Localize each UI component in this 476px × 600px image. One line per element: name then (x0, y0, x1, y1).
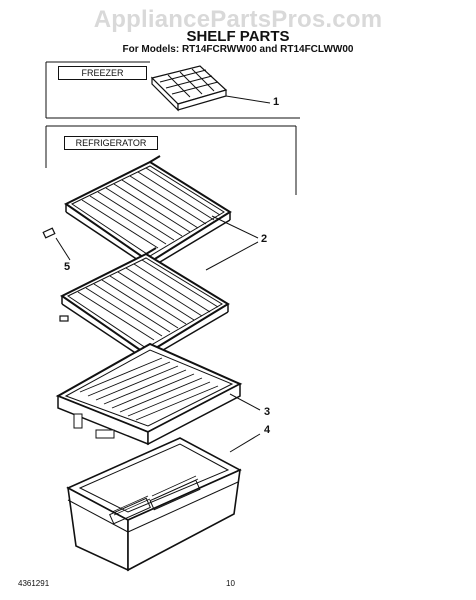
model-subtitle: For Models: RT14FCRWW00 and RT14FCLWW00 (122, 44, 354, 55)
wire-shelf-upper (64, 155, 232, 269)
freezer-frame (45, 61, 300, 119)
callout-2: 2 (261, 233, 268, 245)
document-number: 4361291 (18, 579, 50, 588)
crisper-drawer (66, 437, 242, 572)
callout-1: 1 (273, 96, 280, 108)
callout-5: 5 (64, 261, 71, 273)
callout-3: 3 (264, 406, 271, 418)
wire-shelf-lower (59, 247, 230, 361)
callout-4: 4 (264, 424, 271, 436)
refrigerator-section-label: REFRIGERATOR (64, 136, 158, 150)
freezer-section-label: FREEZER (58, 66, 147, 80)
shelf-clip (42, 227, 56, 239)
leader-lines (55, 95, 271, 453)
ice-tray (150, 65, 228, 112)
refrigerator-frame (45, 125, 297, 195)
watermark: AppliancePartsPros.com (93, 6, 383, 33)
page-title: SHELF PARTS (186, 28, 290, 45)
crisper-cover (55, 342, 243, 446)
page-number: 10 (226, 579, 235, 588)
